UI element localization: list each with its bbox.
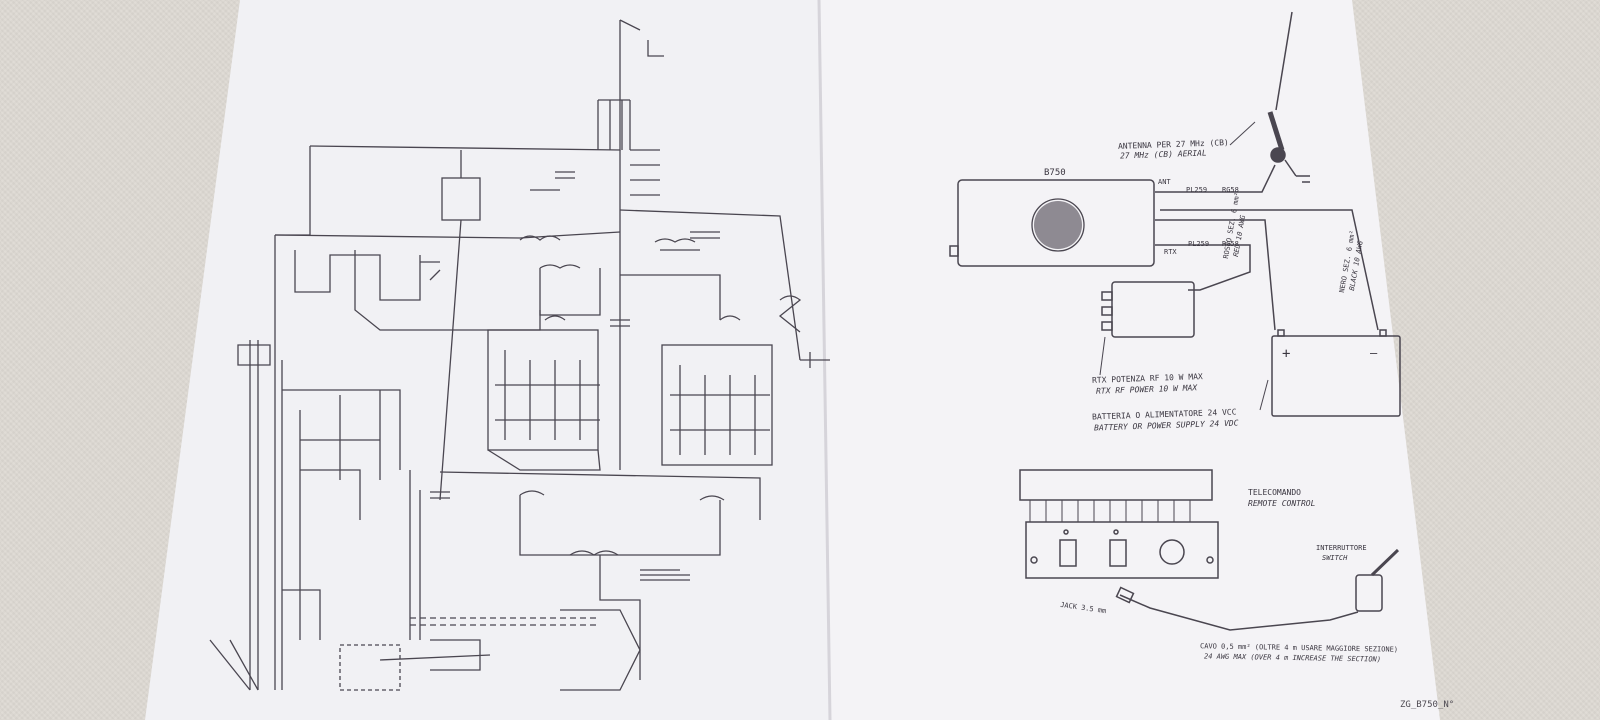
rtx-box bbox=[1111, 281, 1195, 338]
battery-minus: — bbox=[1370, 346, 1378, 360]
document-code: ZG_B750_N° bbox=[1400, 700, 1455, 710]
rtx-label: RTX bbox=[1164, 248, 1177, 256]
b750-device bbox=[957, 179, 1155, 267]
battery-plus: + bbox=[1282, 346, 1291, 362]
connector-top-label: PL259 bbox=[1186, 186, 1208, 194]
remote-label-it: TELECOMANDO bbox=[1248, 488, 1301, 497]
toggle-switch bbox=[1355, 574, 1383, 612]
remote-heatsink bbox=[1019, 469, 1213, 501]
antenna-whip bbox=[1275, 11, 1293, 111]
cable-top-label: RG58 bbox=[1222, 186, 1239, 194]
switch-label-it: INTERRUTTORE bbox=[1316, 544, 1367, 552]
stage-2-block bbox=[661, 344, 773, 466]
device-label: B750 bbox=[1044, 168, 1066, 178]
cable-mid-label: RG58 bbox=[1222, 240, 1239, 248]
jack-cable bbox=[1119, 594, 1359, 631]
stage-1-block bbox=[487, 329, 599, 451]
remote-control-body bbox=[1025, 521, 1219, 579]
battery bbox=[1271, 335, 1401, 417]
speaker-grille bbox=[1031, 198, 1085, 252]
antenna-spring bbox=[1267, 111, 1285, 151]
switch-label-en: SWITCH bbox=[1322, 554, 1348, 562]
remote-label-en: REMOTE CONTROL bbox=[1248, 499, 1316, 508]
ant-label: ANT bbox=[1158, 178, 1171, 186]
connector-mid-label: PL259 bbox=[1188, 240, 1210, 248]
